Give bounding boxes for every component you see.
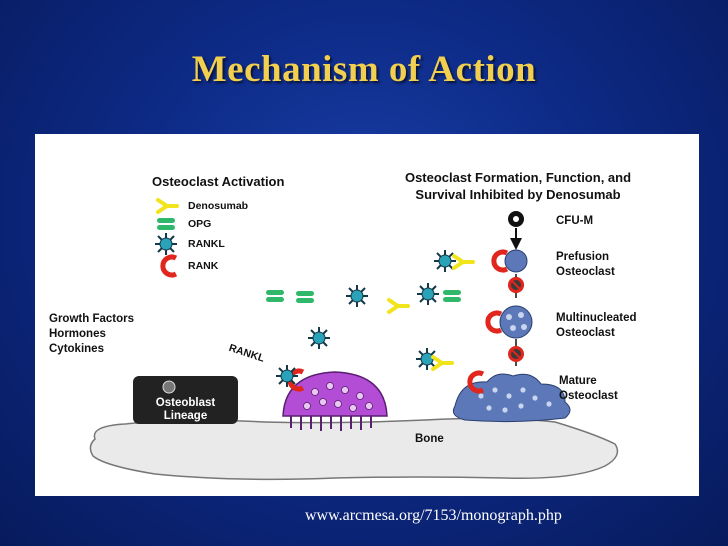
stage-cfu-m: CFU-M (556, 215, 594, 227)
activation-heading: Osteoclast Activation (152, 174, 285, 189)
inhibition-heading-line1: Osteoclast Formation, Function, and (404, 170, 632, 185)
legend-denosumab: Denosumab (188, 200, 249, 212)
factor-cytokines: Cytokines (49, 343, 104, 355)
multinucleated-osteoclast (499, 305, 533, 339)
slide-title: Mechanism of Action (191, 49, 537, 90)
stage-multinucleated-line1: Multinucleated (556, 312, 637, 324)
legend-rankl: RANKL (188, 238, 225, 250)
inhibition-heading-line2: Survival Inhibited by Denosumab (415, 187, 621, 202)
factor-hormones: Hormones (49, 328, 106, 340)
stage-mature-line2: Osteoclast (559, 390, 618, 402)
legend-opg: OPG (188, 218, 212, 230)
bone-shape (89, 417, 619, 481)
prefusion-osteoclast (504, 249, 528, 273)
stage-prefusion-line1: Prefusion (556, 251, 610, 263)
bone-label: Bone (415, 433, 444, 445)
osteoblast-label-line1: Osteoblast (155, 397, 216, 409)
legend-rank: RANK (188, 260, 219, 272)
stage-prefusion-line2: Osteoclast (556, 266, 615, 278)
factor-growth: Growth Factors (49, 313, 134, 325)
osteoblast-label-line2: Lineage (163, 410, 208, 422)
mechanism-figure: Osteoclast Activation Osteoclast Formati… (35, 134, 699, 496)
osteoblast-cell (133, 376, 238, 424)
stage-multinucleated-line2: Osteoclast (556, 327, 615, 339)
stage-mature-line1: Mature (559, 375, 597, 387)
active-osteoclast (282, 371, 388, 417)
mechanism-diagram (89, 198, 619, 481)
source-link[interactable]: www.arcmesa.org/7153/monograph.php (305, 507, 562, 524)
mature-osteoclast (452, 373, 571, 423)
